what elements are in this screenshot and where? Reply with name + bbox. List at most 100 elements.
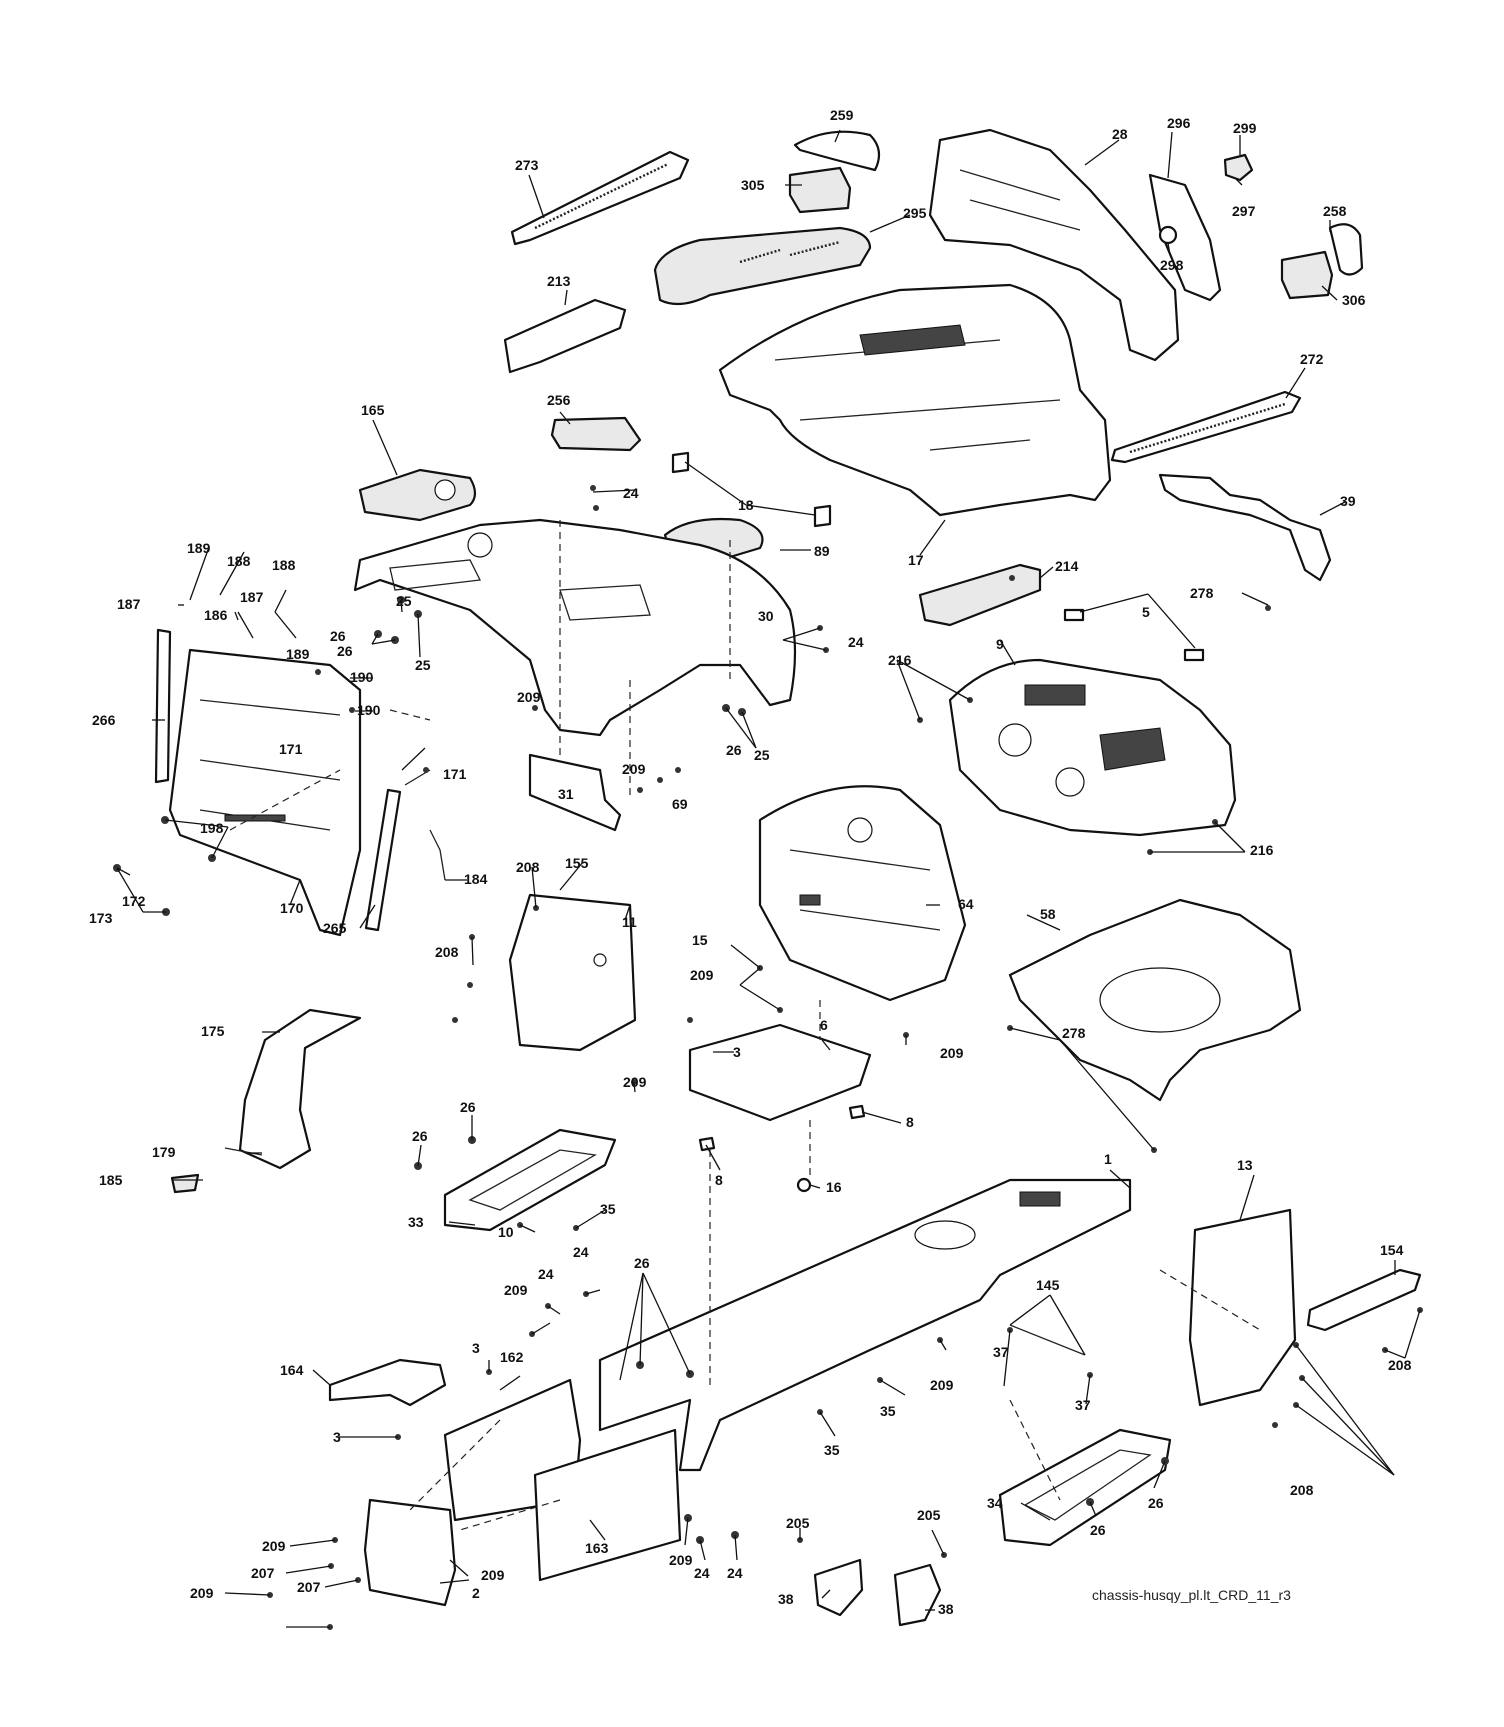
callout-8a: 8 [906,1114,914,1130]
callout-35a: 35 [600,1201,616,1217]
callout-306: 306 [1342,292,1366,308]
callout-163: 163 [585,1540,609,1556]
callout-37b: 37 [1075,1397,1091,1413]
part-6-mounting-plate [688,1023,872,1122]
part-273-side-grille-left [510,150,690,246]
callout-26f: 26 [634,1255,650,1271]
callout-38a: 38 [778,1591,794,1607]
callout-31: 31 [558,786,574,802]
part-18-decal-strips [671,451,832,528]
callout-190a: 190 [350,669,374,685]
callout-173: 173 [89,910,113,926]
part-259-headlight-lens [793,130,881,172]
part-184-latch-spring [429,829,446,881]
part-185-pedal [170,1173,200,1194]
callout-208a: 208 [516,859,540,875]
part-16-nut [796,1177,812,1193]
callout-209e: 209 [623,1074,647,1090]
callout-24d: 24 [538,1266,554,1282]
part-165-fuel-cap-cover [358,468,477,522]
callout-172: 172 [122,893,146,909]
callout-154: 154 [1380,1242,1404,1258]
callout-188a: 188 [227,553,251,569]
callout-171b: 171 [443,766,467,782]
part-213-dash-panel [503,298,627,374]
callout-209j: 209 [190,1585,214,1601]
callout-190b: 190 [357,702,381,718]
callout-175: 175 [201,1023,225,1039]
callout-273: 273 [515,157,539,173]
callout-298: 298 [1160,257,1184,273]
part-266-side-strip-left [154,628,172,784]
callout-9: 9 [996,636,1004,652]
callout-26g: 26 [1148,1495,1164,1511]
callout-24a: 24 [623,485,639,501]
part-298-lamp-bulb [1158,225,1178,245]
part-31-support-bracket [528,753,622,832]
callout-25b: 25 [415,657,431,673]
callout-198: 198 [200,820,224,836]
callout-214: 214 [1055,558,1079,574]
callout-297: 297 [1232,203,1256,219]
callout-171a: 171 [279,741,303,757]
callout-37a: 37 [993,1344,1009,1360]
part-28-front-bumper [928,128,1180,362]
callout-26a: 26 [330,628,346,644]
callout-labels: 259 273 305 28 296 299 297 295 258 298 3… [89,107,1412,1617]
callout-16: 16 [826,1179,842,1195]
callout-69: 69 [672,796,688,812]
callout-30: 30 [758,608,774,624]
callout-24b: 24 [848,634,864,650]
diagram-reference-code: chassis-husqy_pl.lt_CRD_11_r3 [1092,1587,1291,1603]
part-5-clips [1063,608,1205,662]
callout-189a: 189 [187,540,211,556]
callout-3a: 3 [733,1044,741,1060]
part-30-fender-deck [353,518,797,737]
callout-3b: 3 [472,1340,480,1356]
callout-24c: 24 [573,1244,589,1260]
part-163-front-plate-right [533,1428,682,1582]
callout-209b: 209 [622,761,646,777]
callout-15: 15 [692,932,708,948]
callout-208d: 208 [1290,1482,1314,1498]
callout-35c: 35 [824,1442,840,1458]
callout-184: 184 [464,871,488,887]
part-33-foot-rest-left [443,1128,617,1232]
part-170-front-panel [168,648,362,937]
callout-25a: 25 [396,593,412,609]
callout-18: 18 [738,497,754,513]
part-9-dashboard-console [948,658,1237,837]
callout-6: 6 [820,1017,828,1033]
callout-38b: 38 [938,1601,954,1617]
callout-24e: 24 [694,1565,710,1581]
callout-278a: 278 [1190,585,1214,601]
leader-lines [116,129,1421,1628]
callout-165: 165 [361,402,385,418]
callout-259: 259 [830,107,854,123]
callout-189b: 189 [286,646,310,662]
callout-5: 5 [1142,604,1150,620]
callout-26d: 26 [460,1099,476,1115]
callout-35b: 35 [880,1403,896,1419]
callout-179: 179 [152,1144,176,1160]
callout-209c: 209 [690,967,714,983]
callout-209a: 209 [517,689,541,705]
part-256-cover [550,416,642,452]
callout-13: 13 [1237,1157,1253,1173]
callout-209f: 209 [504,1282,528,1298]
callout-11: 11 [622,914,637,930]
callout-258: 258 [1323,203,1347,219]
callout-188b: 188 [272,557,296,573]
part-39-hood-bracket [1158,473,1332,582]
callout-205a: 205 [786,1515,810,1531]
callout-39: 39 [1340,493,1356,509]
callout-278b: 278 [1062,1025,1086,1041]
callout-265: 265 [323,920,347,936]
part-11-side-panel [508,893,637,1052]
callout-2: 2 [472,1585,480,1601]
part-265-side-strip-right [364,788,402,932]
part-8-clips [698,1104,866,1152]
callout-209k: 209 [669,1552,693,1568]
callout-299: 299 [1233,120,1257,136]
